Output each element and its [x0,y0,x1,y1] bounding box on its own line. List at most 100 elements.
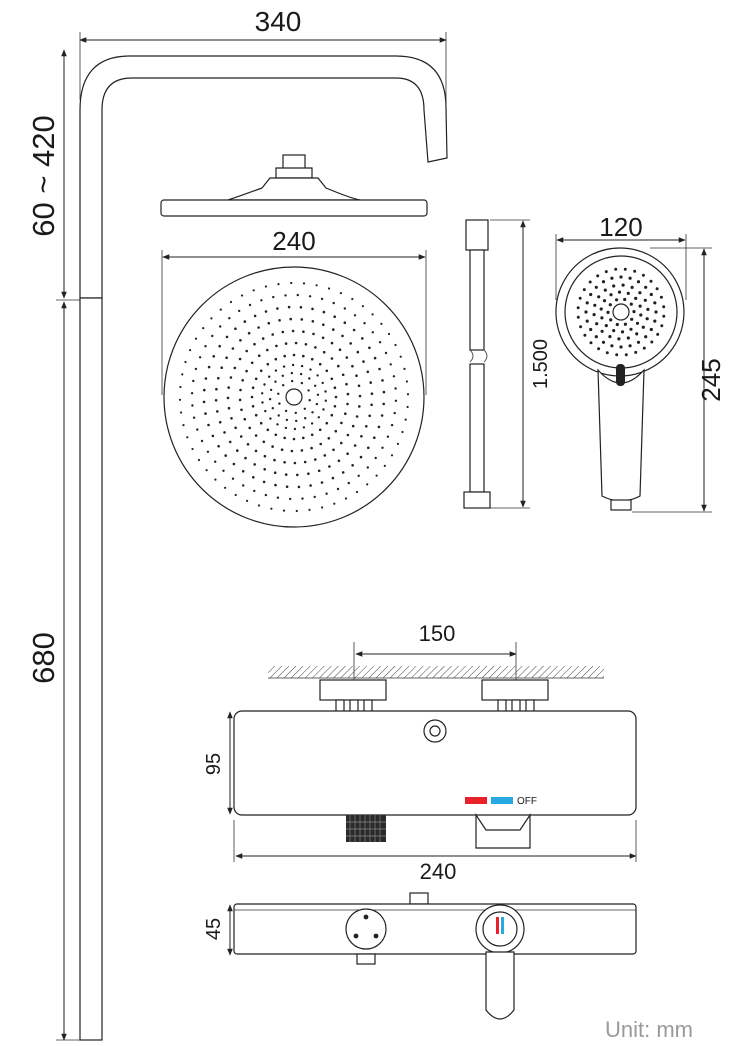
nozzle-dot [269,417,272,420]
nozzle-dot [225,335,229,339]
nozzle-dot [315,284,318,287]
nozzle-dot [245,369,248,373]
nozzle-dot [293,461,297,465]
nozzle-dot [382,390,386,394]
nozzle-dot [341,334,344,338]
nozzle-dot [366,483,369,486]
nozzle-dot [228,440,232,444]
nozzle-dot [333,315,337,319]
nozzle-dot [346,402,349,406]
nozzle-dot [390,423,394,427]
nozzle-dot [614,267,618,271]
nozzle-dot [295,509,298,513]
nozzle-dot [381,446,384,449]
nozzle-dot [274,483,277,487]
cold-indicator [491,797,513,804]
nozzle-dot [588,280,592,284]
nozzle-dot [612,284,616,288]
nozzle-dot [204,412,207,415]
nozzle-dot [638,304,642,308]
nozzle-dot [239,435,243,438]
nozzle-dot [283,436,287,440]
nozzle-dot [346,392,350,396]
nozzle-dot [250,361,254,365]
nozzle-dot [285,485,289,489]
nozzle-dot [241,470,245,473]
nozzle-dot [264,285,267,288]
nozzle-dot [362,360,365,363]
nozzle-dot [266,348,269,352]
hand-length-label: 245 [696,358,726,401]
diverter-dial [345,908,387,950]
nozzle-dot [280,448,284,452]
nozzle-dot [592,313,596,317]
nozzle-dot [585,319,589,323]
nozzle-dot [263,383,266,386]
nozzle-dot [248,426,251,430]
nozzle-dot [343,321,347,325]
nozzle-dot [322,408,325,411]
nozzle-dot [266,428,270,432]
nozzle-dot [361,337,364,340]
nozzle-dot [231,347,235,350]
nozzle-dot [242,484,245,487]
nozzle-dot [341,471,345,474]
nozzle-dot [211,434,215,438]
nozzle-dot [232,462,236,466]
nozzle-dot [605,351,609,355]
nozzle-dot [325,492,328,495]
nozzle-dot [204,377,208,380]
nozzle-dot [585,301,589,305]
nozzle-dot [219,308,222,311]
nozzle-dot [371,313,374,316]
nozzle-dot [649,327,653,332]
nozzle-dot [339,292,342,295]
nozzle-dot [263,454,267,458]
nozzle-dot [229,300,233,304]
nozzle-dot [312,332,315,336]
nozzle-dot [246,443,250,446]
nozzle-dot [239,339,242,342]
nozzle-dot [206,450,210,453]
nozzle-dot [662,305,666,309]
nozzle-dot [202,327,205,330]
head-nozzles [178,281,410,513]
nozzle-dot [604,324,608,328]
nozzle-dot [192,416,196,419]
nozzle-dot [401,430,404,434]
nozzle-dot [284,473,288,476]
nozzle-dot [317,469,321,473]
nozzle-dot [629,327,633,331]
nozzle-dot [615,322,619,327]
nozzle-dot [293,427,297,431]
nozzle-dot [264,409,267,413]
nozzle-dot [404,418,407,421]
nozzle-dot [227,386,230,389]
nozzle-dot [217,376,220,380]
nozzle-dot [300,364,304,368]
nozzle-dot [620,330,625,334]
nozzle-dot [253,489,256,493]
nozzle-dot [630,285,634,289]
nozzle-dot [224,454,227,457]
nozzle-dot [365,425,368,428]
nozzle-dot [276,423,279,426]
nozzle-dot [617,290,622,294]
nozzle-dot [244,456,247,460]
nozzle-dot [269,388,273,392]
nozzle-dot [291,329,295,333]
nozzle-dot [238,309,241,313]
nozzle-dot [632,310,636,314]
nozzle-dot [660,324,664,328]
nozzle-dot [617,337,621,341]
nozzle-dot [251,386,255,390]
nozzle-dot [285,418,289,422]
nozzle-dot [273,471,277,475]
nozzle-dot [399,355,402,358]
nozzle-dot [378,367,381,371]
nozzle-dot [311,307,314,311]
nozzle-dot [583,333,587,337]
nozzle-dot [276,496,280,499]
overhead-shower-side-view [160,154,428,217]
nozzle-dot [229,376,233,379]
